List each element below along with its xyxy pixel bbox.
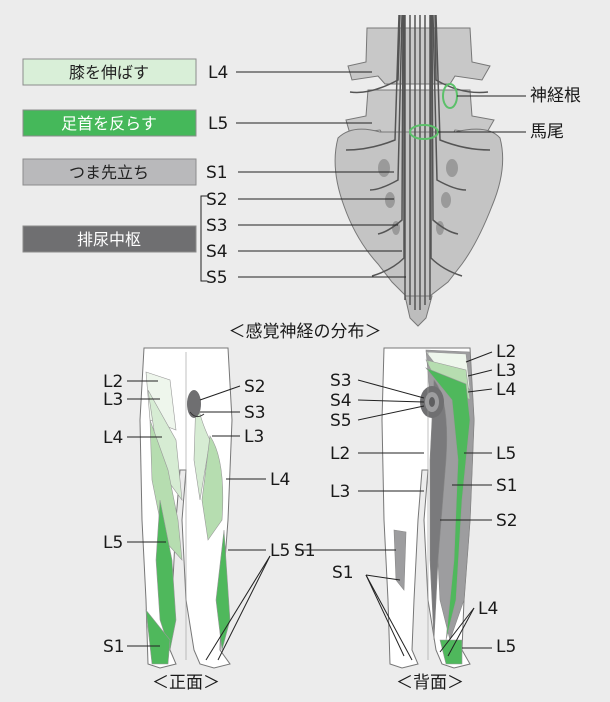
function-label-tiptoe: つま先立ち — [69, 163, 149, 182]
front-label-l3: L3 — [103, 390, 123, 410]
back-label-s1: S1 — [294, 541, 316, 561]
front-label-s2: S2 — [244, 377, 266, 397]
front-label-l2: L2 — [103, 372, 123, 392]
spine-level-l5: L5 — [208, 114, 228, 134]
callout-cauda-equina: 馬尾 — [530, 122, 564, 142]
spine-level-l4: L4 — [208, 63, 228, 83]
spine-illustration — [335, 15, 503, 326]
front-label-s1: S1 — [103, 637, 125, 657]
function-label-knee: 膝を伸ばす — [69, 63, 149, 82]
function-label-ankle: 足首を反らす — [61, 114, 157, 133]
front-label-l5: L5 — [103, 533, 123, 553]
back-label-s5: S5 — [330, 411, 352, 431]
back-legs — [382, 348, 474, 668]
function-box-urination: 排尿中枢 — [23, 226, 196, 252]
back-label-s3: S3 — [330, 371, 352, 391]
sensory-title: ＜感覚神経の分布＞ — [229, 322, 382, 342]
front-legs — [140, 348, 232, 668]
function-box-knee: 膝を伸ばす — [23, 59, 196, 85]
back-label-s2-right: S2 — [496, 511, 518, 531]
back-label-l4-lower: L4 — [478, 599, 498, 619]
front-caption: ＜正面＞ — [152, 673, 220, 693]
back-label-l2-right: L2 — [496, 342, 516, 362]
callout-nerve-root: 神経根 — [530, 86, 581, 106]
spine-level-s4: S4 — [206, 242, 228, 262]
back-label-s4: S4 — [330, 391, 352, 411]
back-label-l3: L3 — [330, 482, 350, 502]
back-caption: ＜背面＞ — [396, 673, 464, 693]
back-label-l4-right: L4 — [496, 380, 516, 400]
back-label-l2: L2 — [330, 444, 350, 464]
back-label-l3-right: L3 — [496, 361, 516, 381]
back-label-l5-lower: L5 — [496, 637, 516, 657]
function-box-ankle: 足首を反らす — [23, 110, 196, 136]
back-label-s1-right: S1 — [496, 476, 518, 496]
spine-level-s2: S2 — [206, 190, 228, 210]
function-box-tiptoe: つま先立ち — [23, 159, 196, 185]
spine-level-s3: S3 — [206, 216, 228, 236]
front-label-s3: S3 — [244, 403, 266, 423]
front-label-l4: L4 — [103, 428, 123, 448]
spine-level-s1: S1 — [206, 163, 228, 183]
coccyx — [405, 296, 432, 326]
front-label-l5-right: L5 — [270, 541, 290, 561]
front-label-l4-right: L4 — [270, 470, 290, 490]
back-label-s1-lower: S1 — [332, 563, 354, 583]
back-label-l5-right: L5 — [496, 444, 516, 464]
front-label-l3-right: L3 — [244, 427, 264, 447]
spine-level-s5: S5 — [206, 268, 228, 288]
function-label-urination: 排尿中枢 — [77, 230, 141, 249]
l4-vertebra — [348, 28, 490, 84]
